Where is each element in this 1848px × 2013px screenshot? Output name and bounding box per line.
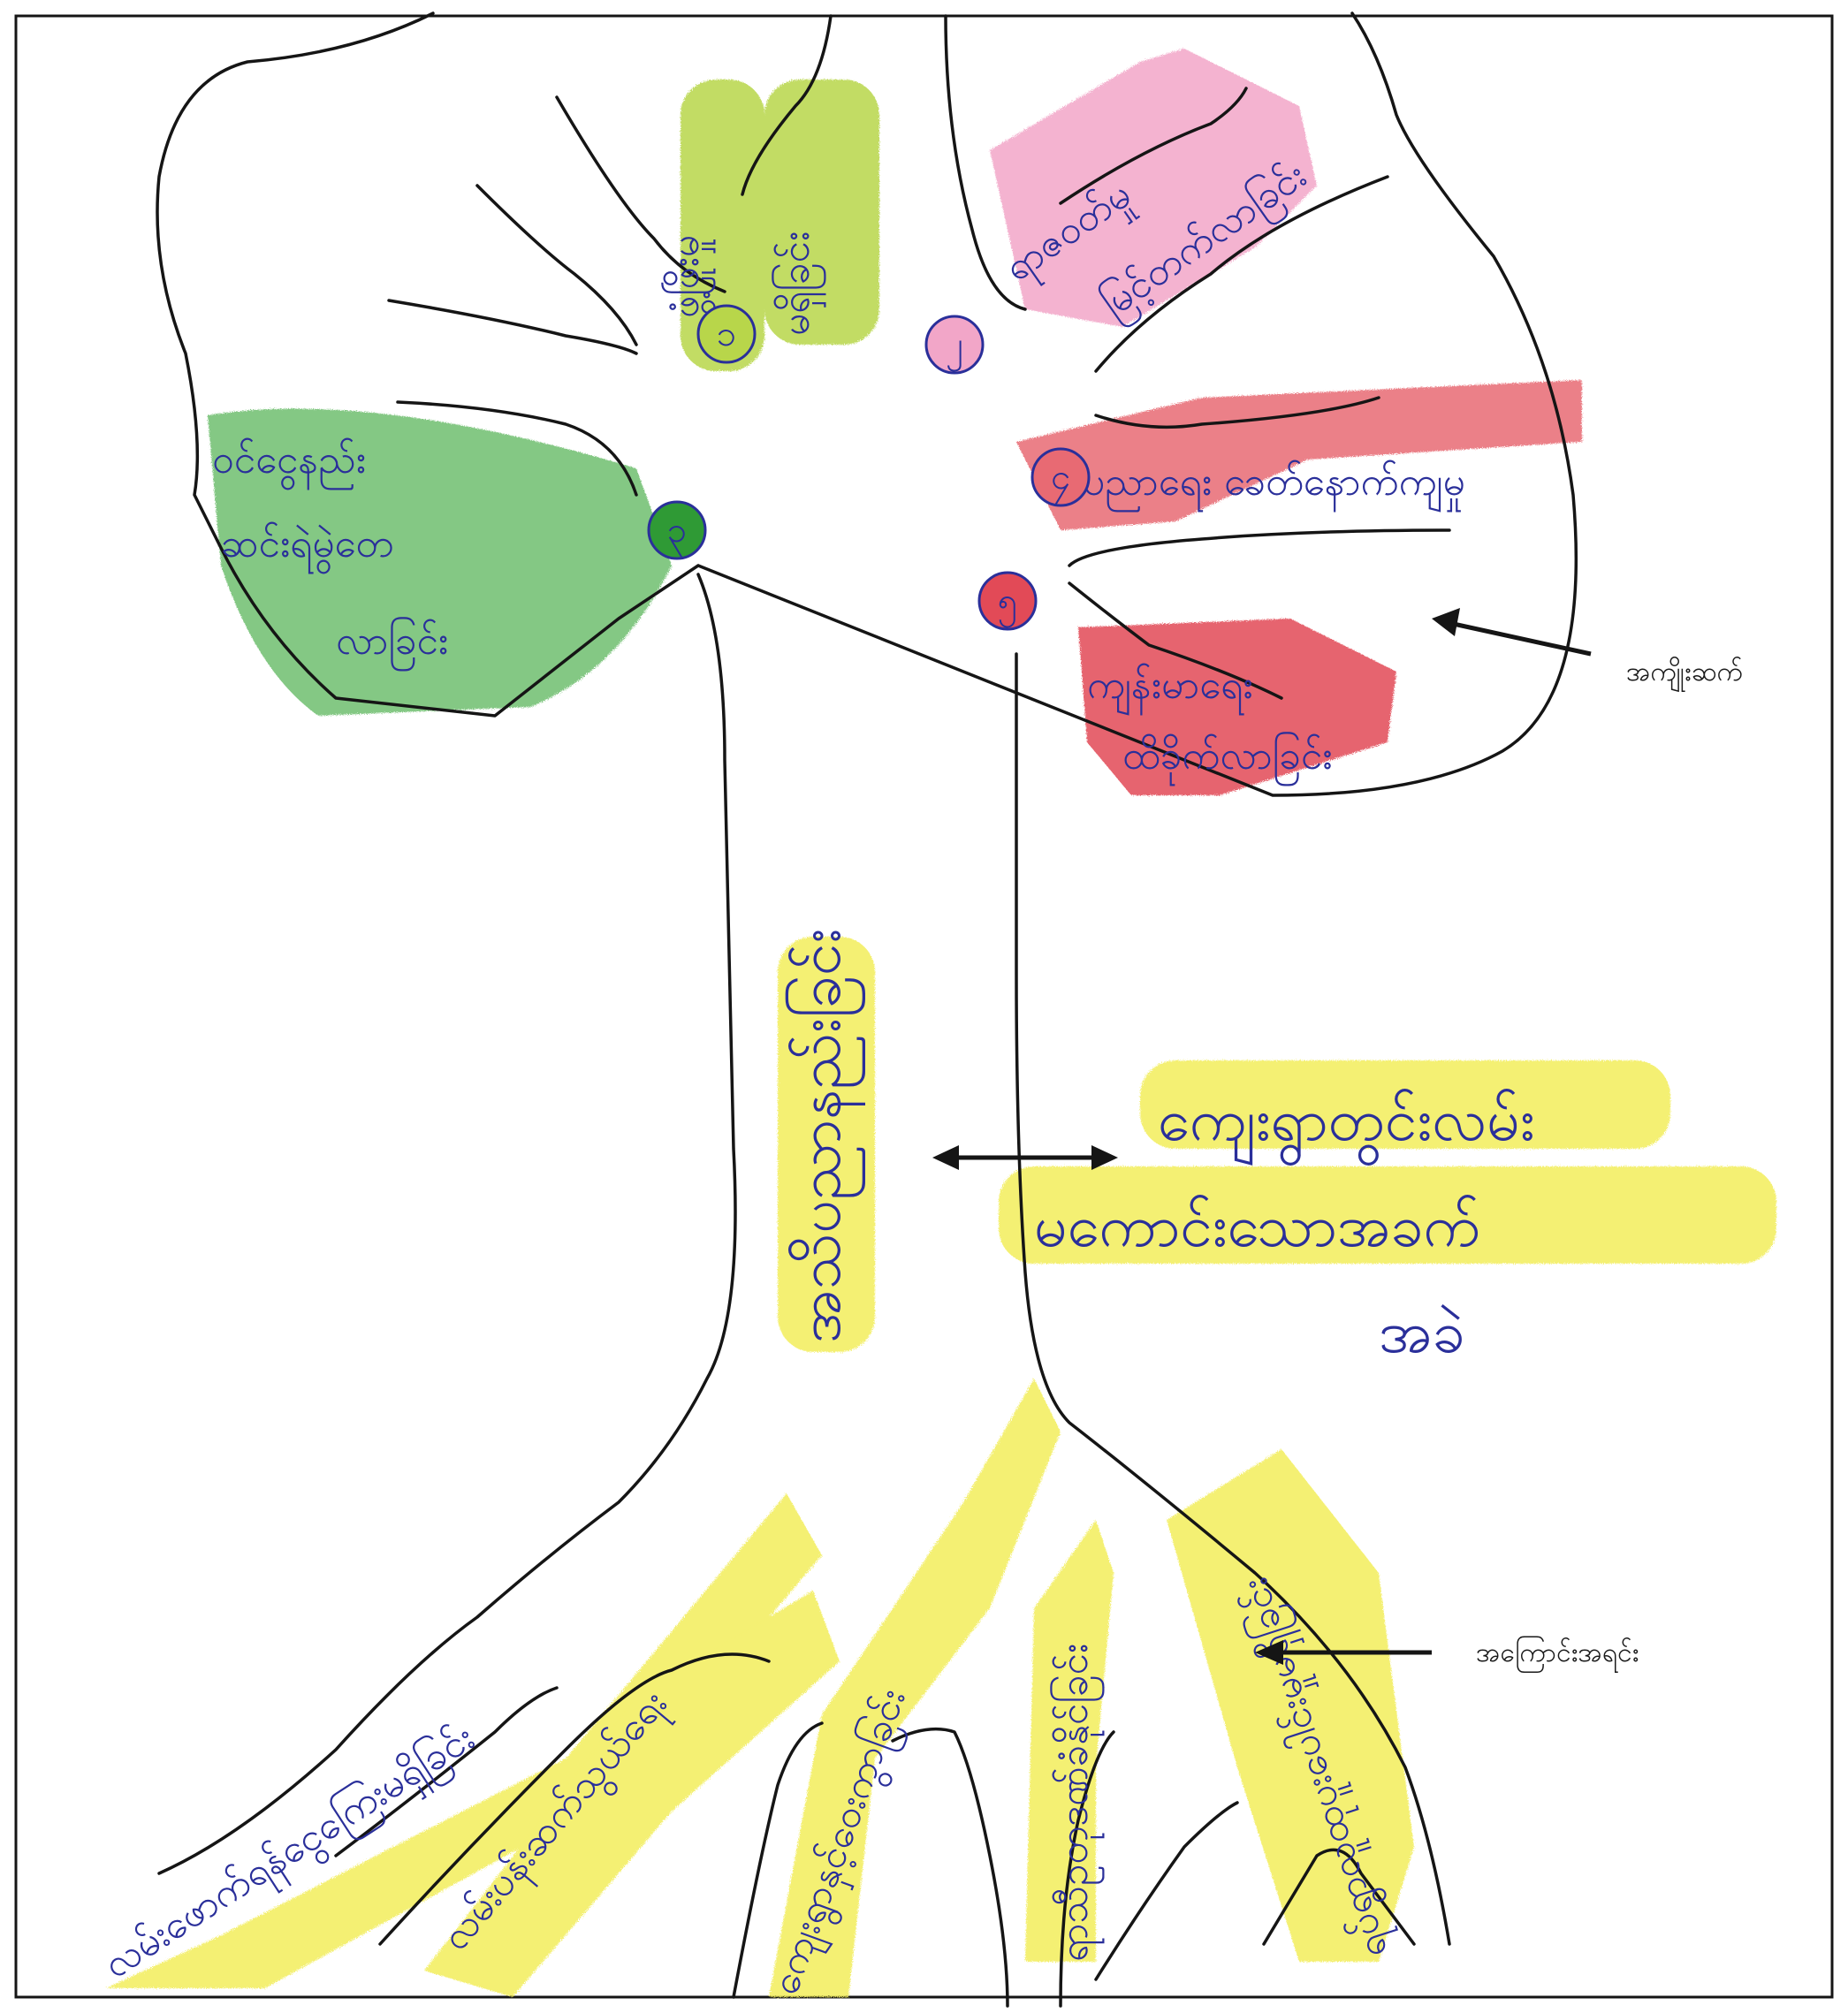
effect-5-line-2: ထိခိုက်လာခြင်း (1122, 732, 1332, 786)
center-line-2: မကောင်းသောအခက် (1034, 1192, 1480, 1260)
double-arrow-left-head (932, 1145, 959, 1170)
double-arrow-right-head (1091, 1145, 1118, 1170)
effect-3-line-3: လာခြင်း (336, 617, 448, 672)
effect-3-number: ၃ (667, 510, 688, 558)
crown-branch-r5 (1069, 530, 1449, 566)
root-c3 (1096, 1803, 1237, 1979)
center-line-1: ကျေးရွာတွင်းလမ်း (1158, 1086, 1535, 1166)
problem-group: အသိပညာနည်းခြင်း ကျေးရွာတွင်းလမ်း မကောင်း… (784, 929, 1535, 1366)
page-border (16, 16, 1832, 1997)
cause-4: ရာသီဥတုဒဏ်ခံနိုင်ခြင်း (1050, 1644, 1105, 1962)
effects-arrowhead (1432, 608, 1460, 636)
causes-label: အကြောင်းအရင်း (1476, 1636, 1639, 1674)
effect-1-line-2: မရှိခြင်း (772, 232, 826, 336)
effect-1-line-1: ဖွံ့ဖြိုးမှု (661, 235, 716, 318)
effect-1-number: ၁ (717, 314, 737, 354)
effects-legend: အကျိုးဆက် (1432, 608, 1743, 693)
trunk-text: အသိပညာနည်းခြင်း (784, 929, 865, 1343)
effect-4-number: ၄ (1051, 457, 1071, 505)
effect-2-number: ၂ (946, 324, 963, 372)
crown-branch-l3 (389, 300, 636, 353)
effects-label: အကျိုးဆက် (1626, 657, 1743, 693)
center-line-3: အခဲ (1379, 1298, 1465, 1366)
highlight-yellow-root-2 (424, 1591, 840, 1997)
highlight-red-1 (1016, 380, 1582, 530)
effect-5-number: ၅ (998, 581, 1018, 628)
root-c1 (893, 1729, 1008, 2006)
